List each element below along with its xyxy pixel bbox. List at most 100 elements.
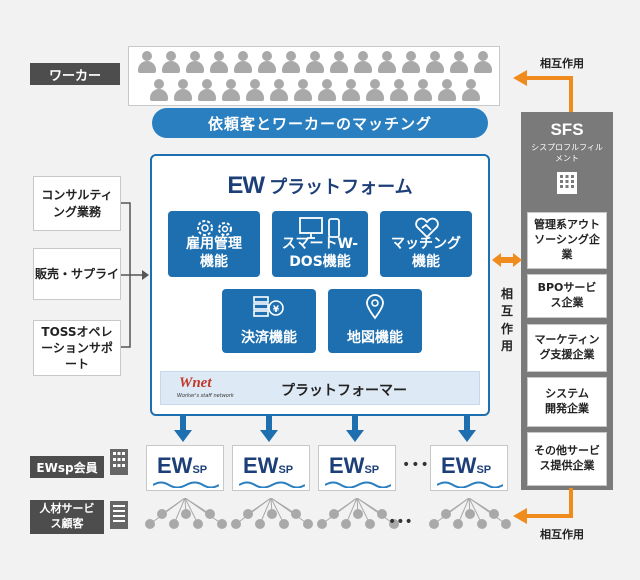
sfs-box-marketing: マーケティング支援企業: [527, 324, 607, 372]
worker-person-icon: [137, 51, 157, 73]
function-employment-label: 雇用管理機能: [186, 235, 242, 270]
platform-down-arrows: [174, 416, 476, 442]
platform-title: プラットフォーム: [269, 177, 413, 198]
customer-dot-icon: [329, 509, 339, 519]
function-map: 地図機能: [328, 289, 422, 353]
left-box-consulting: コンサルティング業務: [33, 176, 121, 231]
function-smart-wdos-label: スマートW-DOS機能: [281, 235, 359, 270]
sfs-title: SFS: [550, 120, 584, 139]
customer-dot-icon: [377, 509, 387, 519]
platform-box: EW プラットフォーム 雇用管理機能 スマートW-DOS機能 マッチング機能: [150, 154, 490, 416]
worker-person-icon: [353, 51, 373, 73]
customer-dot-icon: [169, 519, 179, 529]
customer-dot-icon: [255, 519, 265, 529]
network-line: [356, 498, 395, 525]
left-connector: [121, 202, 149, 348]
customer-dot-icon: [441, 509, 451, 519]
customer-dot-icon: [477, 519, 487, 529]
ewsp-logo: EWSP: [441, 453, 492, 478]
worker-person-icon: [197, 79, 217, 101]
customer-dot-icon: [501, 519, 511, 529]
mutual-arrow-middle: [492, 253, 522, 267]
customer-dot-icon: [303, 519, 313, 529]
building-icon: [110, 449, 128, 475]
mutual-arrow-top: [513, 70, 573, 112]
customer-dot-icon: [181, 509, 191, 519]
worker-person-icon: [437, 79, 457, 101]
sfs-box-admin: 管理系アウトソーシング企業: [527, 212, 607, 269]
platformer-label: プラットフォーマー: [281, 383, 407, 399]
customer-dot-icon: [341, 519, 351, 529]
workers-box: [128, 46, 500, 106]
ellipsis-dots: •••: [388, 514, 413, 530]
hr-client-label: 人材サービス顧客: [30, 500, 104, 534]
customer-dot-icon: [453, 519, 463, 529]
svg-text:¥: ¥: [273, 305, 280, 315]
customer-dot-icon: [429, 519, 439, 529]
worker-person-icon: [281, 51, 301, 73]
ellipsis-boxes: •••: [402, 457, 430, 473]
function-employment: 雇用管理機能: [168, 211, 260, 277]
worker-person-icon: [269, 79, 289, 101]
document-icon: [110, 501, 128, 529]
worker-person-icon: [185, 51, 205, 73]
customer-dot-icon: [243, 509, 253, 519]
worker-person-icon: [473, 51, 493, 73]
ew-logo: EW: [227, 172, 265, 199]
payment-icon: ¥: [253, 296, 284, 317]
mutual-arrow-bottom: [513, 488, 573, 524]
left-box-sales: 販売・サプライ: [33, 248, 121, 300]
customer-dot-icon: [193, 519, 203, 529]
customer-dot-icon: [145, 519, 155, 529]
customer-network: •••: [145, 498, 511, 530]
sfs-subtitle: シスプロフルフィルメント: [531, 143, 603, 163]
platformer-bar: Wnet Worker's staff network プラットフォーマー: [160, 371, 480, 405]
ewsp-box: EWSP: [146, 445, 224, 491]
map-pin-icon: [366, 294, 384, 320]
customer-dot-icon: [267, 509, 277, 519]
sfs-box-system: システム開発企業: [527, 377, 607, 427]
function-smart-wdos: スマートW-DOS機能: [272, 211, 368, 277]
worker-person-icon: [317, 79, 337, 101]
customer-dot-icon: [231, 519, 241, 529]
customer-dot-icon: [279, 519, 289, 529]
building-icon: [557, 172, 577, 194]
worker-person-icon: [293, 79, 313, 101]
ewsp-wave-icon: [437, 481, 503, 488]
function-matching: マッチング機能: [380, 211, 472, 277]
worker-person-icon: [221, 79, 241, 101]
ewsp-wave-icon: [325, 481, 391, 488]
ewsp-box: EWSP: [318, 445, 396, 491]
function-payment: ¥ 決済機能: [222, 289, 316, 353]
worker-person-icon: [461, 79, 481, 101]
worker-person-icon: [173, 79, 193, 101]
customer-dot-icon: [389, 519, 399, 529]
worker-person-icon: [413, 79, 433, 101]
ewsp-box: EWSP: [232, 445, 310, 491]
mutual-label-bottom: 相互作用: [540, 528, 584, 541]
sfs-box-bpo: BPOサービス企業: [527, 274, 607, 318]
matching-bar: 依頼客とワーカーのマッチング: [152, 108, 488, 138]
worker-person-icon: [209, 51, 229, 73]
workers-label: ワーカー: [30, 63, 120, 85]
worker-person-icon: [245, 79, 265, 101]
handshake-icon: [415, 217, 439, 239]
function-matching-label: マッチング機能: [391, 235, 461, 270]
worker-person-icon: [341, 79, 361, 101]
function-map-label: 地図機能: [347, 329, 403, 346]
customer-dot-icon: [465, 509, 475, 519]
left-box-toss: TOSSオペレーションサポート: [33, 320, 121, 376]
worker-person-icon: [161, 51, 181, 73]
worker-person-icon: [149, 79, 169, 101]
ewsp-box: EWSP: [430, 445, 508, 491]
customer-dot-icon: [291, 509, 301, 519]
sfs-box-other: その他サービス提供企業: [527, 432, 607, 486]
wnet-logo-text: Wnet: [179, 375, 212, 391]
worker-person-icon: [257, 51, 277, 73]
worker-person-icon: [449, 51, 469, 73]
network-line: [270, 498, 309, 525]
worker-person-icon: [329, 51, 349, 73]
worker-person-icon: [305, 51, 325, 73]
worker-person-icon: [389, 79, 409, 101]
worker-person-icon: [365, 79, 385, 101]
